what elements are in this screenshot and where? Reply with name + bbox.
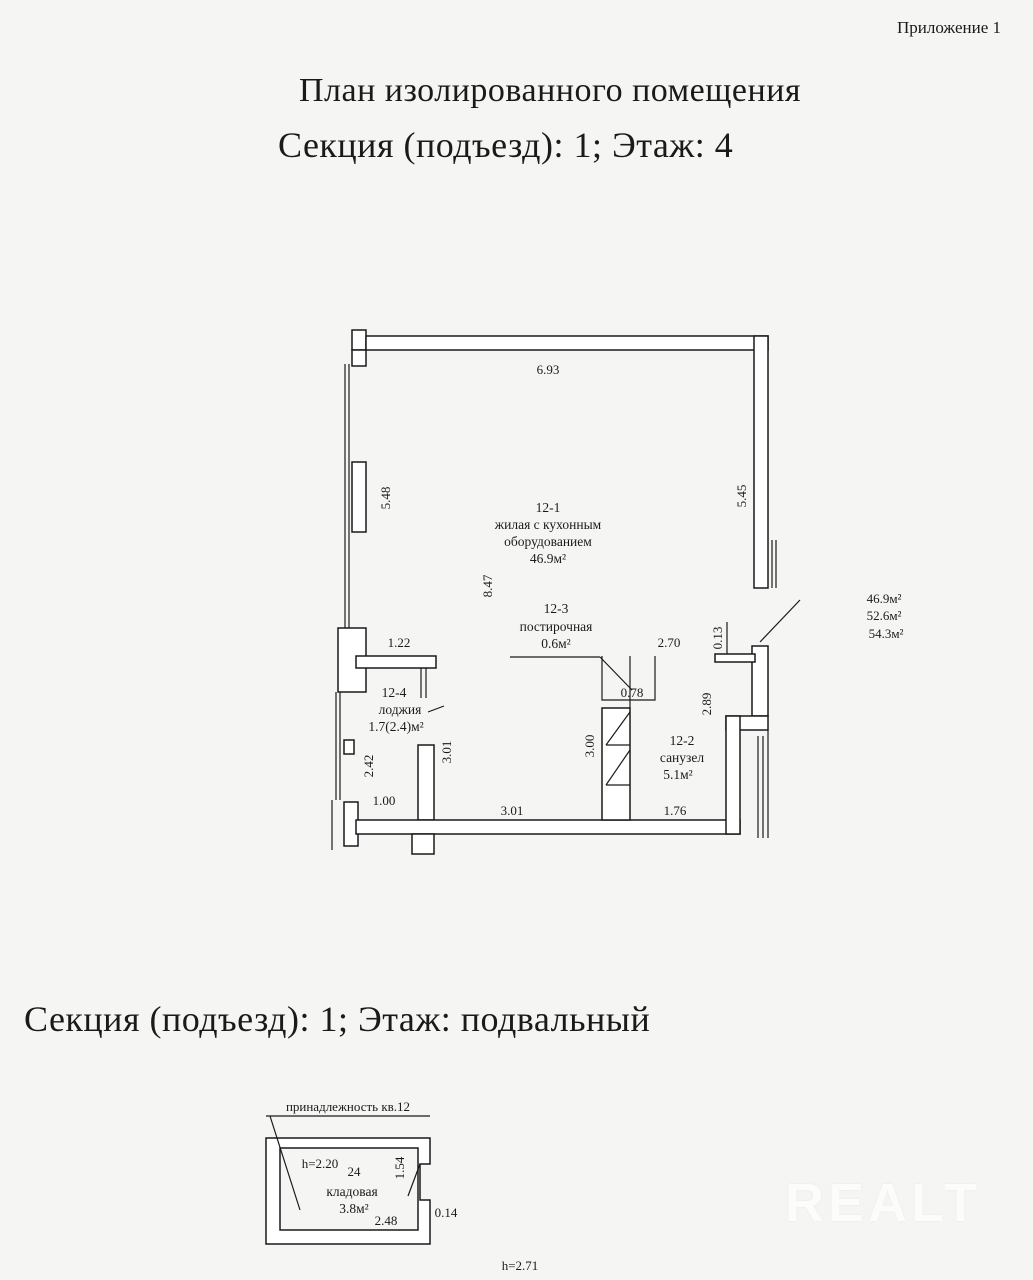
leader-line (427, 705, 445, 713)
section-floor4-title: Секция (подъезд): 1; Этаж: 4 (278, 125, 734, 165)
storage-room-name: кладовая (326, 1184, 377, 1199)
storage-room-number: 24 (348, 1164, 362, 1179)
wall-left-pier (351, 461, 367, 533)
storage-dim-wall: 0.14 (435, 1205, 458, 1220)
room-12-2-id: 12-2 (670, 733, 695, 748)
dim-left-upper-height: 5.48 (378, 487, 393, 510)
dim-recess-depth: 0.13 (710, 627, 725, 650)
wall-bath (725, 715, 741, 835)
room-12-4-name: лоджия (379, 702, 422, 717)
room-12-4-id: 12-4 (382, 685, 407, 700)
room-12-3-id: 12-3 (544, 601, 569, 616)
wall-stub (343, 739, 355, 755)
dim-top-width: 6.93 (537, 362, 560, 377)
storage-outer-height: h=2.71 (502, 1258, 539, 1273)
dim-niche-width: 0.78 (621, 685, 644, 700)
storage-dim-bottom: 2.48 (375, 1213, 398, 1228)
room-12-4-area: 1.7(2.4)м² (368, 719, 423, 734)
bath-partition (601, 707, 631, 821)
storage-room-area: 3.8м² (339, 1201, 368, 1216)
watermark-logo: REALT (785, 1173, 981, 1233)
dim-bottom-middle: 3.01 (501, 803, 524, 818)
dim-inner-height: 8.47 (480, 574, 495, 597)
room-12-1-name-2: оборудованием (504, 534, 592, 549)
storage-dim-right: 1.54 (392, 1156, 407, 1179)
storage-belongs-label: принадлежность кв.12 (286, 1099, 410, 1114)
room-12-1-area: 46.9м² (530, 551, 566, 566)
dim-loggia-left-height: 2.42 (361, 755, 376, 778)
total-area: 52.6м² (867, 608, 902, 623)
storage-walls (265, 1137, 431, 1245)
dim-bath-height: 2.89 (699, 693, 714, 716)
leader-line (599, 656, 633, 691)
dim-loggia-right-height: 3.01 (439, 741, 454, 764)
dim-loggia-bottom: 1.00 (373, 793, 396, 808)
total-living-area: 46.9м² (867, 591, 902, 606)
leader-line (269, 1115, 301, 1211)
room-12-2-area: 5.1м² (663, 767, 692, 782)
wall-stub (411, 833, 435, 855)
laundry-niche (601, 656, 656, 701)
room-12-3-area: 0.6м² (541, 636, 570, 651)
partition-hatch (605, 711, 631, 746)
room-12-1-id: 12-1 (536, 500, 561, 515)
wall-recess (714, 653, 756, 663)
wall-right-upper (753, 335, 769, 589)
leader-line (759, 599, 801, 643)
room-12-2-name: санузел (660, 750, 704, 765)
section-basement-title: Секция (подъезд): 1; Этаж: подвальный (24, 999, 651, 1039)
room-12-3-name: постирочная (520, 619, 593, 634)
dim-recess-width: 2.70 (658, 635, 681, 650)
dim-right-height: 5.45 (734, 485, 749, 508)
appendix-label: Приложение 1 (897, 18, 1001, 37)
dim-partition-height: 3.00 (582, 735, 597, 758)
wall-segment (351, 349, 367, 367)
dim-loggia-top: 1.22 (388, 635, 411, 650)
leader-line (407, 1163, 421, 1197)
storage-inner-height: h=2.20 (302, 1156, 339, 1171)
room-12-1-name: жилая с кухонным (494, 517, 602, 532)
partition-hatch (605, 749, 631, 786)
dim-bottom-right: 1.76 (664, 803, 687, 818)
total-area-with-loggia: 54.3м² (869, 626, 904, 641)
page-title: План изолированного помещения (298, 72, 802, 109)
loggia-wall (355, 655, 437, 669)
